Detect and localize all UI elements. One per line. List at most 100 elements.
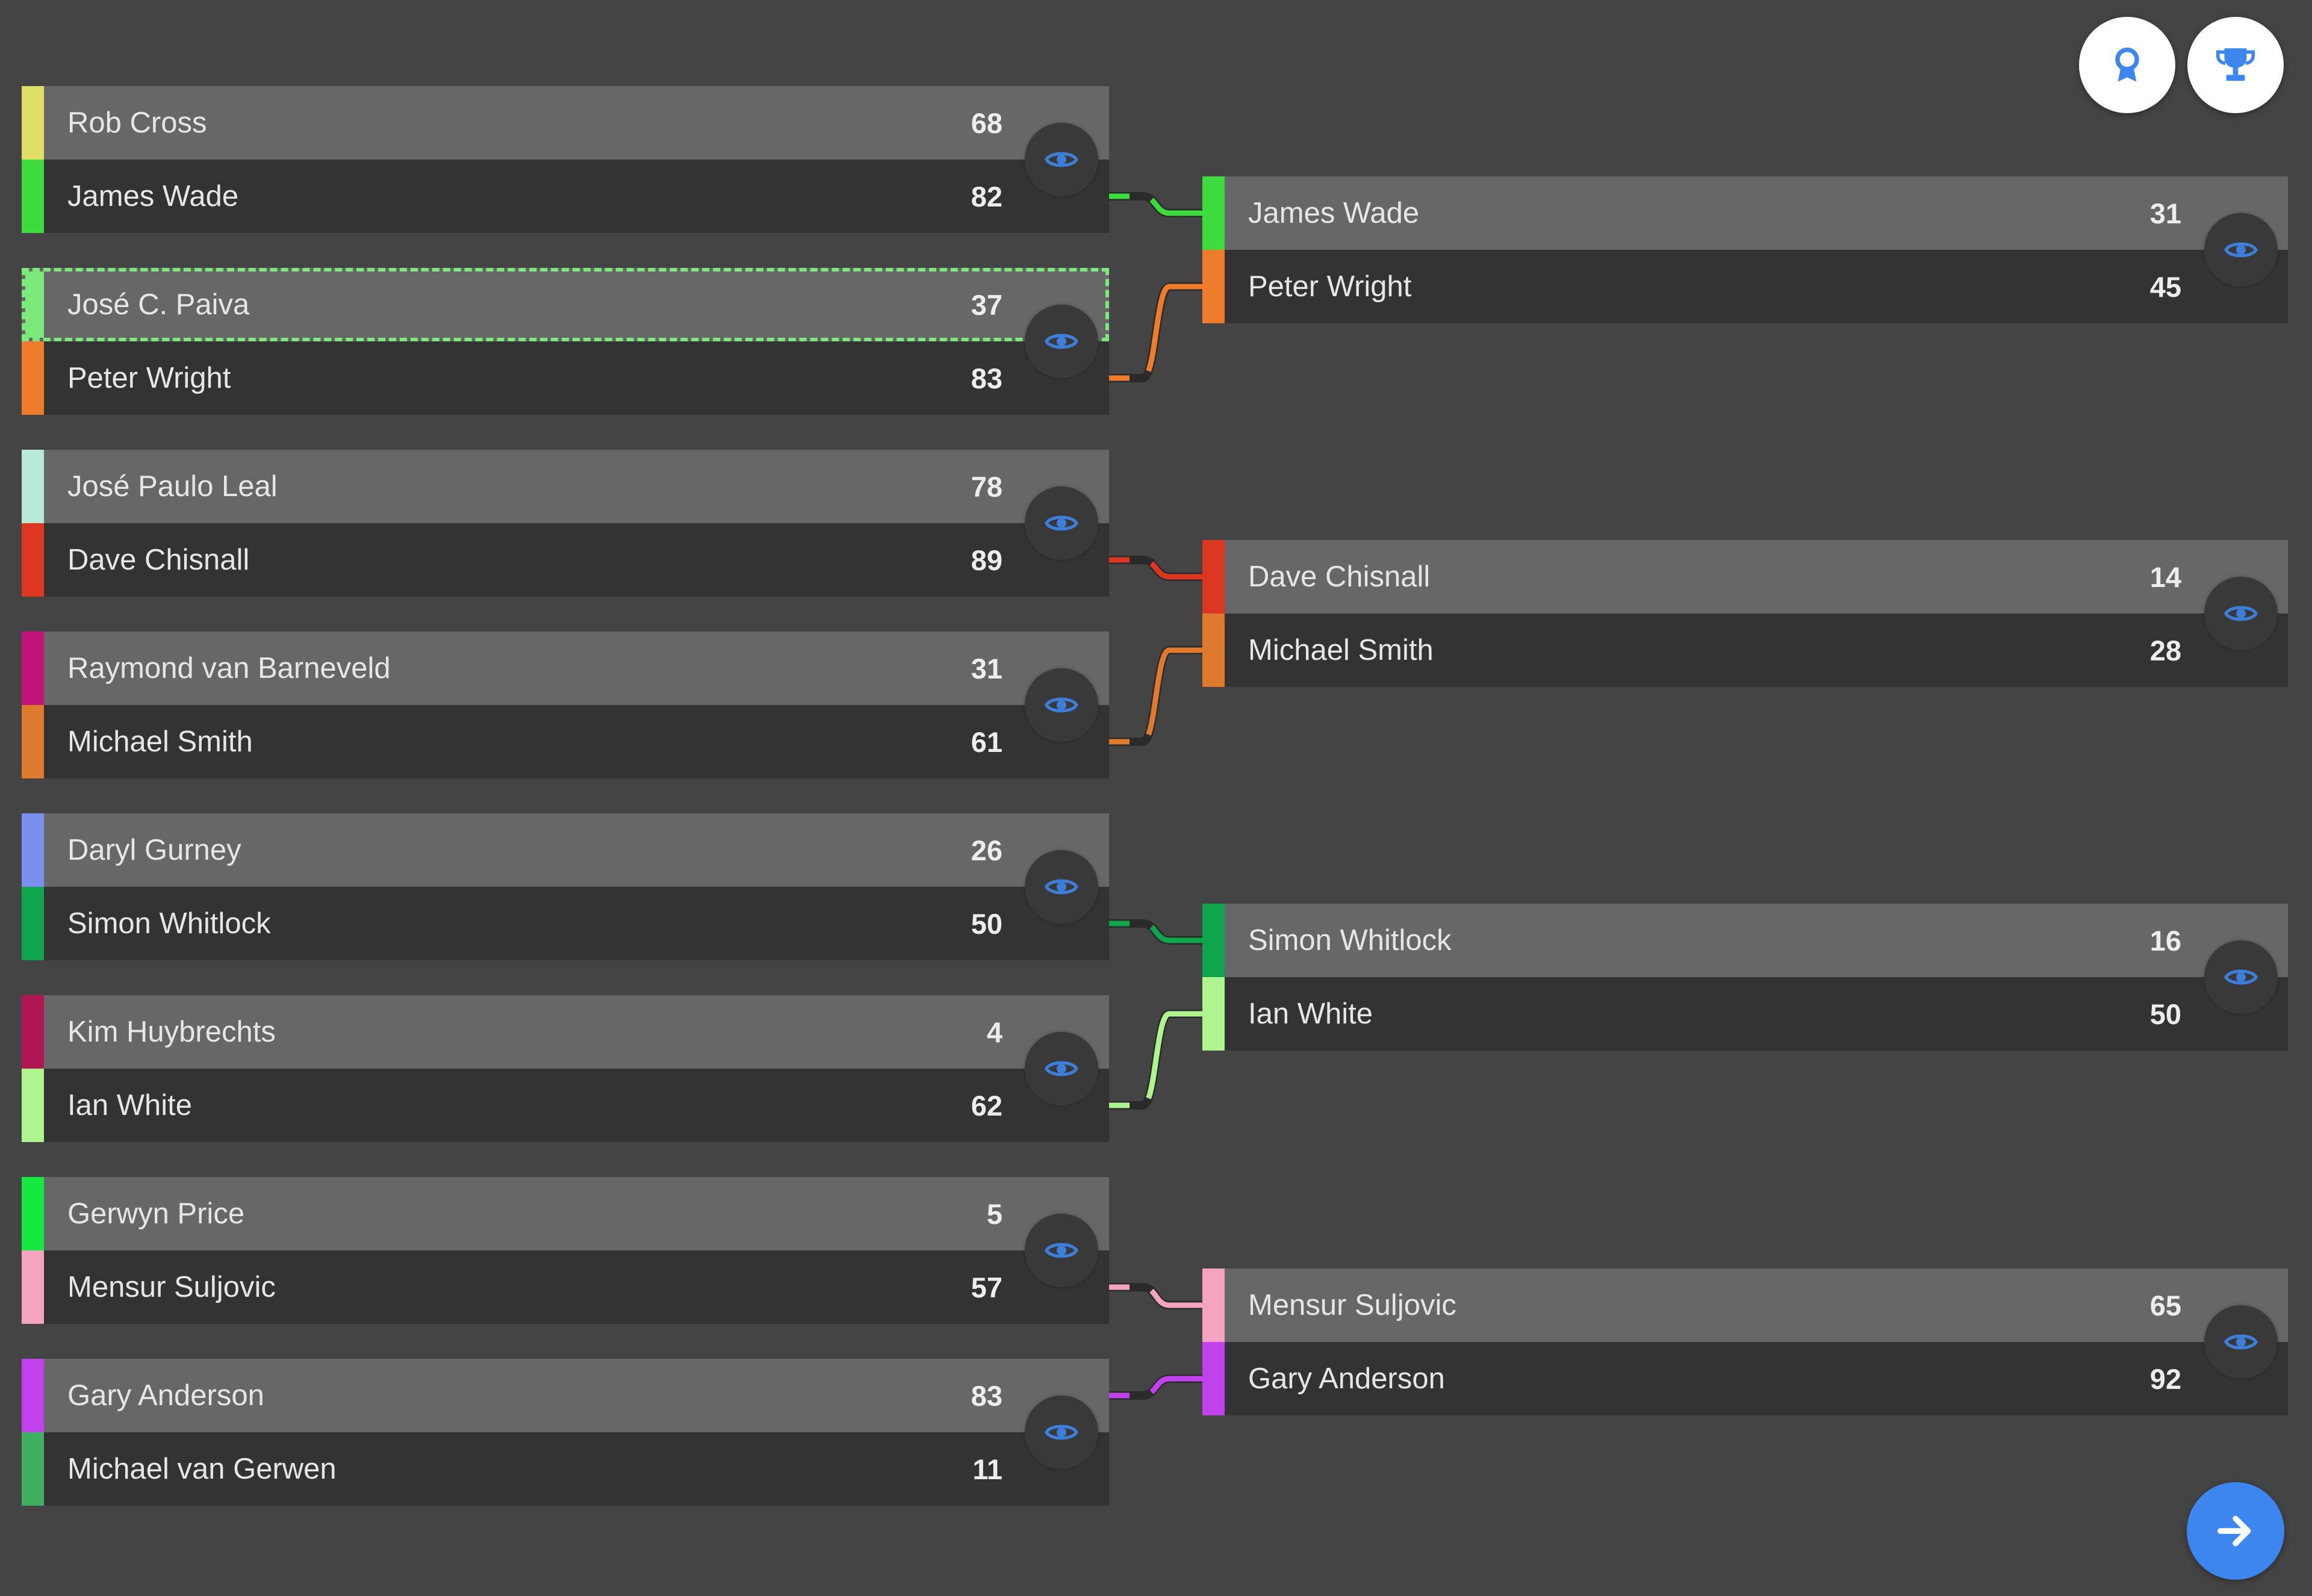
player-slot[interactable]: Michael Smith 61 [22, 705, 1109, 778]
player-name: Michael van Gerwen [67, 1453, 337, 1485]
player-score: 61 [971, 725, 1002, 758]
awards-button[interactable] [2079, 17, 2175, 113]
eye-icon [1045, 697, 1078, 713]
player-color-bar [22, 632, 44, 705]
player-slot[interactable]: Peter Wright 83 [22, 341, 1109, 415]
view-match-button[interactable] [1025, 305, 1098, 378]
player-name: Daryl Gurney [67, 834, 241, 866]
player-name: Mensur Suljovic [67, 1271, 276, 1303]
view-match-button[interactable] [1025, 1214, 1098, 1287]
player-name: James Wade [1248, 197, 1420, 229]
player-slot[interactable]: Simon Whitlock 50 [22, 887, 1109, 960]
player-color-bar [1202, 613, 1225, 687]
eye-icon [1045, 515, 1078, 531]
view-match-button[interactable] [1025, 123, 1098, 196]
next-round-button[interactable] [2187, 1482, 2284, 1580]
view-match-button[interactable] [2204, 213, 2278, 287]
player-slot[interactable]: Raymond van Barneveld 31 [22, 632, 1109, 705]
player-slot[interactable]: James Wade 31 [1202, 176, 2288, 250]
player-score: 31 [2149, 197, 2181, 229]
player-score: 31 [971, 652, 1002, 685]
view-match-button[interactable] [2204, 1305, 2278, 1379]
player-slot[interactable]: Dave Chisnall 14 [1202, 540, 2288, 613]
player-score: 65 [2149, 1289, 2181, 1321]
player-slot[interactable]: Rob Cross 68 [22, 86, 1109, 160]
player-name: Kim Huybrechts [67, 1016, 276, 1048]
player-color-bar [22, 523, 44, 597]
player-score: 89 [971, 544, 1002, 576]
connector-line [1109, 193, 1202, 216]
player-name: James Wade [67, 180, 239, 213]
player-name: José Paulo Leal [67, 470, 278, 503]
player-score: 83 [971, 362, 1002, 394]
player-slot[interactable]: James Wade 82 [22, 160, 1109, 233]
player-name: Dave Chisnall [67, 544, 250, 576]
player-name: Raymond van Barneveld [67, 652, 391, 685]
player-name: Simon Whitlock [67, 907, 271, 940]
view-match-button[interactable] [1025, 850, 1098, 924]
player-score: 4 [986, 1016, 1002, 1048]
trophy-button[interactable] [2187, 17, 2284, 113]
connector-line [1109, 1011, 1202, 1108]
player-score: 16 [2149, 924, 2181, 957]
player-slot[interactable]: Simon Whitlock 16 [1202, 904, 2288, 977]
player-color-bar [22, 160, 44, 233]
player-color-bar [22, 995, 44, 1069]
player-name: Peter Wright [1248, 270, 1412, 303]
view-match-button[interactable] [2204, 577, 2278, 650]
player-name: Peter Wright [67, 362, 231, 394]
player-slot[interactable]: Gary Anderson 83 [22, 1359, 1109, 1432]
view-match-button[interactable] [1025, 1396, 1098, 1469]
player-name: Gary Anderson [67, 1379, 264, 1412]
player-score: 82 [971, 180, 1002, 213]
player-name: Rob Cross [67, 107, 207, 139]
view-match-button[interactable] [1025, 486, 1098, 560]
player-name: Simon Whitlock [1248, 924, 1452, 957]
player-score: 78 [971, 470, 1002, 503]
connector-line [1109, 1376, 1202, 1399]
eye-icon [1045, 879, 1078, 895]
player-slot[interactable]: Dave Chisnall 89 [22, 523, 1109, 597]
view-match-button[interactable] [1025, 668, 1098, 742]
medal-ribbon-icon [2115, 48, 2139, 82]
view-match-button[interactable] [2204, 940, 2278, 1014]
player-score: 50 [2149, 998, 2181, 1030]
player-slot[interactable]: Kim Huybrechts 4 [22, 995, 1109, 1069]
player-name: Ian White [1248, 998, 1373, 1030]
player-color-bar [22, 341, 44, 415]
player-score: 50 [971, 907, 1002, 940]
player-name: Michael Smith [67, 725, 253, 758]
player-score: 37 [971, 288, 1002, 321]
eye-icon [2224, 969, 2258, 985]
player-score: 68 [971, 107, 1002, 139]
player-slot[interactable]: José Paulo Leal 78 [22, 450, 1109, 523]
connector-line [1109, 557, 1202, 580]
player-score: 14 [2149, 560, 2181, 593]
view-match-button[interactable] [1025, 1032, 1098, 1105]
player-color-bar [22, 450, 44, 523]
connector-line [1109, 1284, 1202, 1308]
player-name: Gerwyn Price [67, 1197, 245, 1230]
eye-icon [2224, 242, 2258, 258]
eye-icon [2224, 1334, 2258, 1350]
player-score: 83 [971, 1379, 1002, 1412]
player-name: Dave Chisnall [1248, 560, 1431, 593]
player-slot[interactable]: Ian White 50 [1202, 977, 2288, 1051]
arrow-right-icon [2217, 1515, 2251, 1547]
player-color-bar [1202, 977, 1225, 1051]
